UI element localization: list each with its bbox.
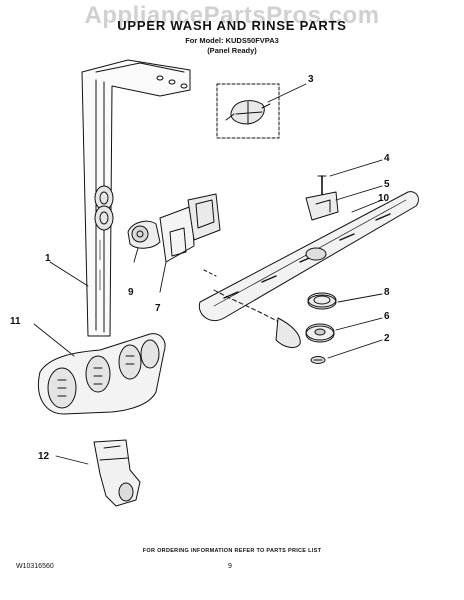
part-12-adapter xyxy=(93,439,141,507)
variant-line: (Panel Ready) xyxy=(207,46,257,55)
document-number: W10316560 xyxy=(16,563,54,570)
callout-1: 1 xyxy=(45,253,51,264)
part-4-screw xyxy=(317,175,327,197)
part-2-clip xyxy=(310,356,326,364)
callout-5: 5 xyxy=(384,179,390,190)
part-10-spray-arm xyxy=(198,191,419,322)
callout-11: 11 xyxy=(10,316,21,327)
leader-lines xyxy=(33,83,383,465)
part-6-bearing xyxy=(305,323,335,343)
part-1-supply-tube xyxy=(81,59,191,337)
callout-2: 2 xyxy=(384,333,390,344)
part-9-fitting xyxy=(127,220,161,249)
page-title: UPPER WASH AND RINSE PARTS xyxy=(117,18,347,33)
part-3-inset xyxy=(216,83,280,139)
callout-3: 3 xyxy=(308,74,314,85)
callout-8: 8 xyxy=(384,287,390,298)
callout-4: 4 xyxy=(384,153,390,164)
callout-6: 6 xyxy=(384,311,390,322)
ordering-note: FOR ORDERING INFORMATION REFER TO PARTS … xyxy=(142,548,322,554)
callout-12: 12 xyxy=(38,451,50,462)
watermark: AppliancePartsPros.com xyxy=(84,2,380,29)
page-number: 9 xyxy=(228,563,232,570)
model-line: For Model: KUDS50FVPA3 xyxy=(185,36,279,45)
feed-tube xyxy=(203,269,301,348)
callout-7: 7 xyxy=(155,303,161,314)
part-11-manifold xyxy=(38,333,166,415)
callout-9: 9 xyxy=(128,287,134,298)
part-5-hub xyxy=(305,191,339,221)
callout-10: 10 xyxy=(378,193,390,204)
part-8-seal xyxy=(307,292,337,310)
part-7-bracket xyxy=(159,193,221,263)
